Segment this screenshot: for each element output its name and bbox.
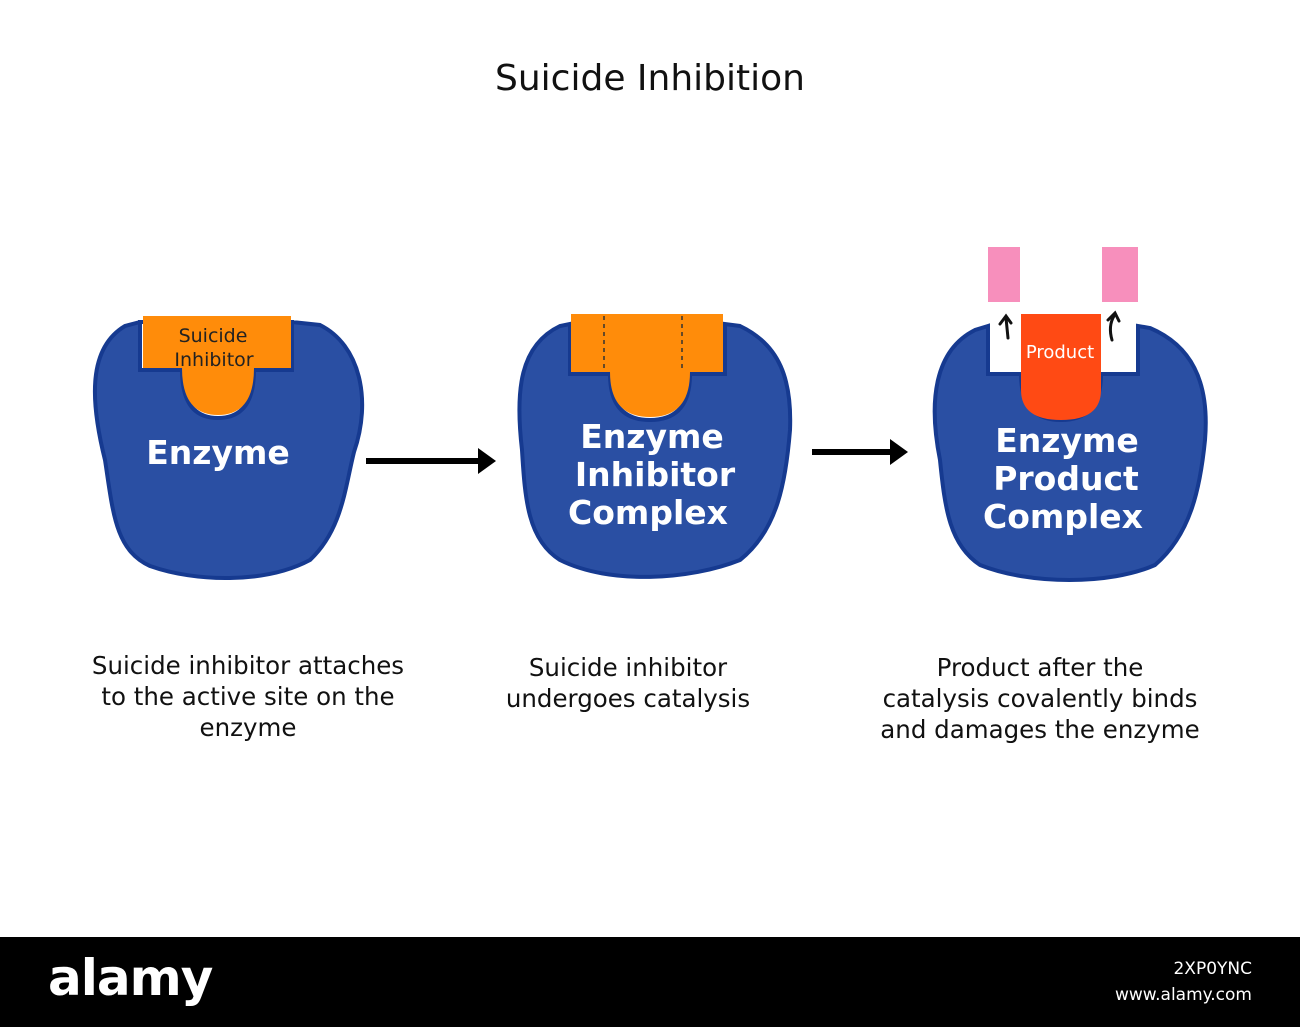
fragment-left — [988, 247, 1020, 302]
enzyme-label-line-2: Inhibitor — [575, 455, 736, 494]
caption-line: Suicide inhibitor — [528, 653, 728, 682]
stage-2: Enzyme Inhibitor Complex — [517, 314, 793, 579]
caption-line: catalysis covalently binds — [882, 684, 1198, 713]
caption-line: to the active site on the — [101, 682, 395, 711]
enzyme-label-line-1: Enzyme — [146, 433, 290, 472]
diagram-canvas: Suicide Inhibitor Enzyme Enzyme Inhibito… — [92, 247, 1208, 582]
caption-stage-2: Suicide inhibitor undergoes catalysis — [460, 652, 796, 714]
diagram: Suicide Inhibition Suicide Inhibitor Enz… — [48, 58, 1240, 745]
caption-line: undergoes catalysis — [505, 684, 751, 713]
enzyme-label-line-1: Enzyme — [995, 421, 1139, 460]
product-label: Product — [1026, 342, 1094, 363]
release-arrow-icon — [998, 313, 1013, 340]
arrow-1 — [366, 448, 496, 474]
caption-line: and damages the enzyme — [880, 715, 1200, 744]
fragment-right — [1102, 247, 1138, 302]
caption-line: Suicide inhibitor attaches — [91, 651, 405, 680]
stage-3: Product Enzyme Product Complex — [932, 247, 1208, 582]
caption-stage-1: Suicide inhibitor attaches to the active… — [48, 650, 448, 743]
brand-logo: alamy — [48, 949, 213, 1007]
enzyme-label-line-3: Complex — [568, 493, 728, 532]
product-shape — [1021, 314, 1101, 420]
inhibitor-shape — [143, 316, 291, 415]
caption-line: enzyme — [199, 713, 297, 742]
enzyme-label-line-3: Complex — [983, 497, 1143, 536]
footer-bar: alamy 2XP0YNC www.alamy.com — [0, 937, 1300, 1027]
arrow-2 — [812, 439, 908, 465]
enzyme-label-line-2: Product — [993, 459, 1139, 498]
inhibitor-shape — [571, 314, 723, 417]
caption-line: Product after the — [936, 653, 1144, 682]
inhibitor-label-line-2: Inhibitor — [174, 349, 253, 371]
stage-1: Suicide Inhibitor Enzyme — [92, 316, 365, 581]
release-arrow-icon — [1106, 310, 1121, 342]
diagram-title: Suicide Inhibition — [495, 58, 805, 99]
inhibitor-label-line-1: Suicide — [179, 325, 248, 347]
image-id: 2XP0YNC — [1173, 959, 1252, 979]
enzyme-label-line-1: Enzyme — [580, 417, 724, 456]
caption-stage-3: Product after the catalysis covalently b… — [840, 652, 1240, 745]
enzyme-shape — [92, 320, 365, 581]
site-url: www.alamy.com — [1114, 985, 1252, 1005]
enzyme-shape — [517, 321, 793, 579]
